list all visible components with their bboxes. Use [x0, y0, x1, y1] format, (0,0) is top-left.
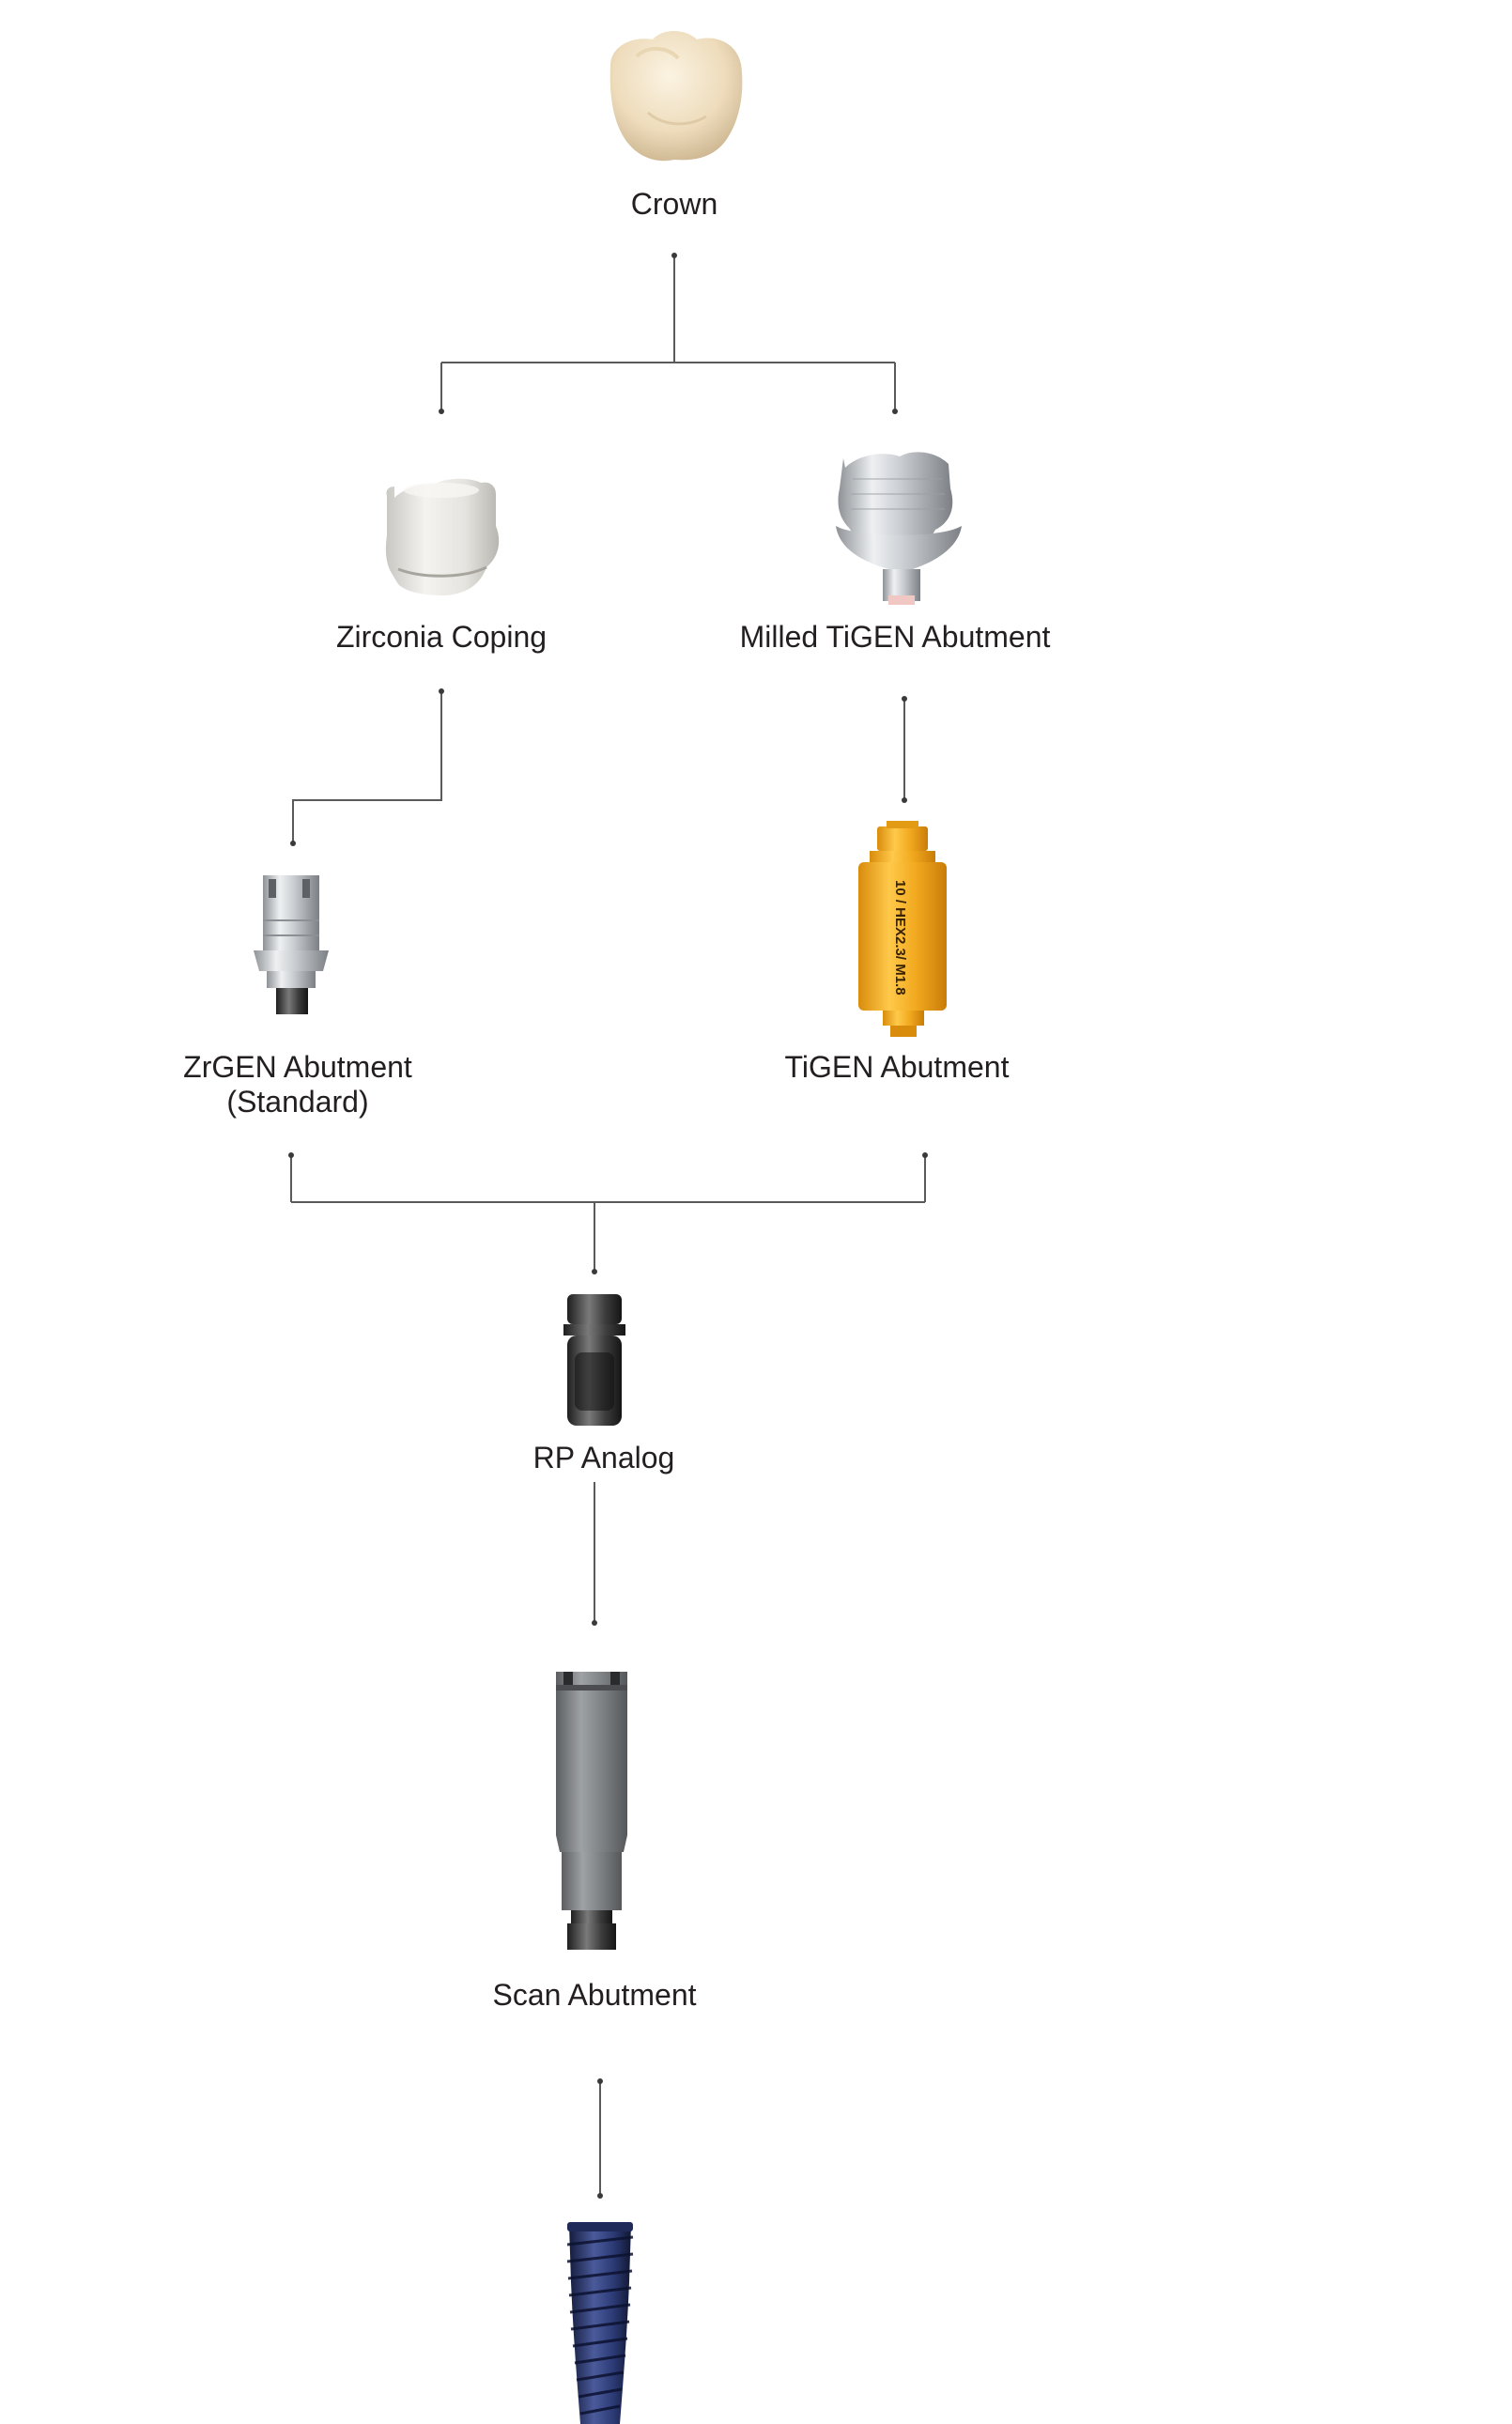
- zrgen-abutment-node: ZrGEN Abutment (Standard): [183, 875, 412, 1119]
- connector-milled-to-tigen: [902, 696, 907, 803]
- connector-analog-to-scan: [592, 1482, 597, 1626]
- zrgen-abutment-image: [254, 875, 329, 1014]
- zirconia-coping-image: [385, 478, 500, 595]
- scan-abutment-image: [556, 1672, 627, 1950]
- connector-crown-split: [439, 253, 898, 414]
- tigen-engraving: 10 / HEX2.3/ M1.8: [892, 880, 908, 996]
- implant-image: [566, 2222, 634, 2424]
- connector-scan-to-implant: [597, 2078, 603, 2199]
- tigen-abutment-image: 10 / HEX2.3/ M1.8: [858, 821, 947, 1037]
- scan-abutment-label: Scan Abutment: [492, 1978, 696, 2012]
- zrgen-abutment-label-line1: ZrGEN Abutment: [183, 1050, 412, 1084]
- tigen-abutment-node: 10 / HEX2.3/ M1.8 TiGEN Abutment: [785, 821, 1010, 1084]
- tigen-abutment-label: TiGEN Abutment: [785, 1050, 1010, 1084]
- crown-image: [609, 31, 743, 162]
- rp-analog-label: RP Analog: [533, 1441, 675, 1474]
- connector-coping-to-zrgen: [290, 688, 444, 846]
- milled-tigen-abutment-node: Milled TiGEN Abutment: [740, 452, 1051, 654]
- implant-node: [566, 2222, 634, 2424]
- milled-tigen-abutment-image: [836, 452, 962, 605]
- rp-analog-image: [563, 1294, 625, 1426]
- zirconia-coping-node: Zirconia Coping: [336, 478, 547, 654]
- zrgen-abutment-label-line2: (Standard): [226, 1085, 368, 1119]
- milled-tigen-abutment-label: Milled TiGEN Abutment: [740, 620, 1051, 654]
- scan-abutment-node: Scan Abutment: [492, 1672, 697, 2012]
- crown-node: Crown: [609, 31, 743, 221]
- zirconia-coping-label: Zirconia Coping: [336, 620, 547, 654]
- connector-abutments-to-analog: [288, 1152, 928, 1274]
- crown-label: Crown: [631, 187, 717, 221]
- rp-analog-node: RP Analog: [533, 1294, 675, 1474]
